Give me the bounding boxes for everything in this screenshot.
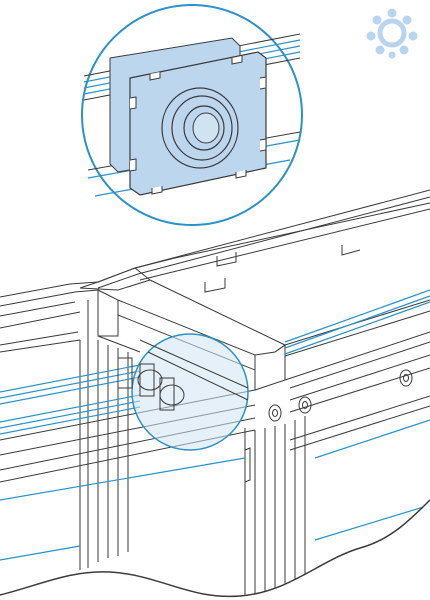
brand-logo-icon <box>366 8 418 59</box>
detail-locator-circle <box>117 333 249 451</box>
busbars <box>0 289 430 561</box>
zoom-callout <box>81 4 303 226</box>
connector-plate-front <box>129 51 267 196</box>
cut-edge <box>0 499 430 600</box>
